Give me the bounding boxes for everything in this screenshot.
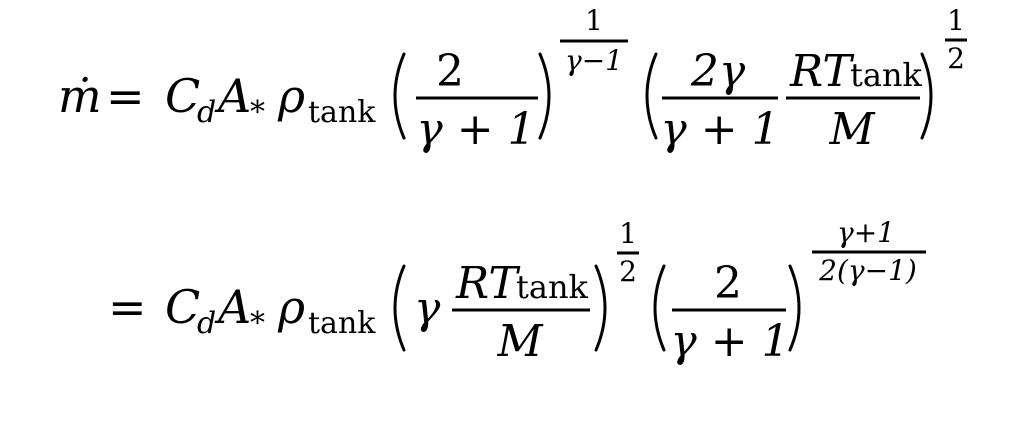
exponent-numerator: 1 [619, 217, 637, 250]
equation-line-1: ṁ = C d A * ρ tank 2 γ + 1 1 γ−1 2γ γ + … [58, 4, 967, 155]
fraction-numerator-subscript: tank [850, 56, 923, 94]
fraction-denominator-molar-mass: M [496, 316, 543, 367]
mass-flow-rate-symbol: ṁ [58, 69, 102, 123]
exponent-denominator: γ−1 [565, 44, 623, 77]
right-parenthesis [788, 264, 801, 352]
exponent-denominator: 2 [947, 42, 965, 75]
left-parenthesis [393, 52, 406, 140]
equals-sign: = [108, 280, 147, 334]
discharge-coefficient-symbol: C [165, 280, 200, 334]
throat-area-subscript: * [250, 95, 265, 130]
discharge-coefficient-symbol: C [165, 69, 200, 123]
tank-density-symbol: ρ [277, 69, 305, 123]
left-parenthesis [653, 264, 666, 352]
fraction-numerator: 2γ [690, 46, 746, 97]
right-parenthesis [594, 264, 607, 352]
throat-area-symbol: A [214, 280, 251, 334]
discharge-coefficient-subscript: d [197, 306, 216, 341]
left-parenthesis [645, 52, 658, 140]
specific-heat-ratio-symbol: γ [414, 283, 441, 334]
exponent-denominator: 2(γ−1) [818, 254, 917, 287]
fraction-numerator-gas-constant-temperature: RT [455, 258, 521, 309]
fraction-numerator-gas-constant-temperature: RT [789, 46, 855, 97]
fraction-denominator-molar-mass: M [828, 104, 875, 155]
exponent-numerator: γ+1 [837, 216, 895, 249]
exponent-numerator: 1 [585, 4, 603, 37]
throat-area-subscript: * [250, 306, 265, 341]
equation-line-2: = C d A * ρ tank γ RT tank M 1 2 2 γ + 1… [108, 216, 926, 367]
fraction-numerator: 2 [714, 258, 742, 309]
equals-sign: = [106, 69, 145, 123]
throat-area-symbol: A [214, 69, 251, 123]
fraction-denominator: γ + 1 [660, 104, 779, 155]
left-parenthesis [393, 264, 406, 352]
exponent-denominator: 2 [619, 255, 637, 288]
tank-density-subscript: tank [308, 306, 376, 341]
fraction-numerator-subscript: tank [516, 268, 589, 306]
exponent-numerator: 1 [947, 4, 965, 37]
discharge-coefficient-subscript: d [197, 95, 216, 130]
fraction-denominator: γ + 1 [670, 316, 789, 367]
right-parenthesis [538, 52, 551, 140]
tank-density-symbol: ρ [277, 280, 305, 334]
fraction-numerator: 2 [436, 46, 464, 97]
tank-density-subscript: tank [308, 95, 376, 130]
fraction-denominator: γ + 1 [416, 104, 535, 155]
right-parenthesis [920, 52, 933, 140]
